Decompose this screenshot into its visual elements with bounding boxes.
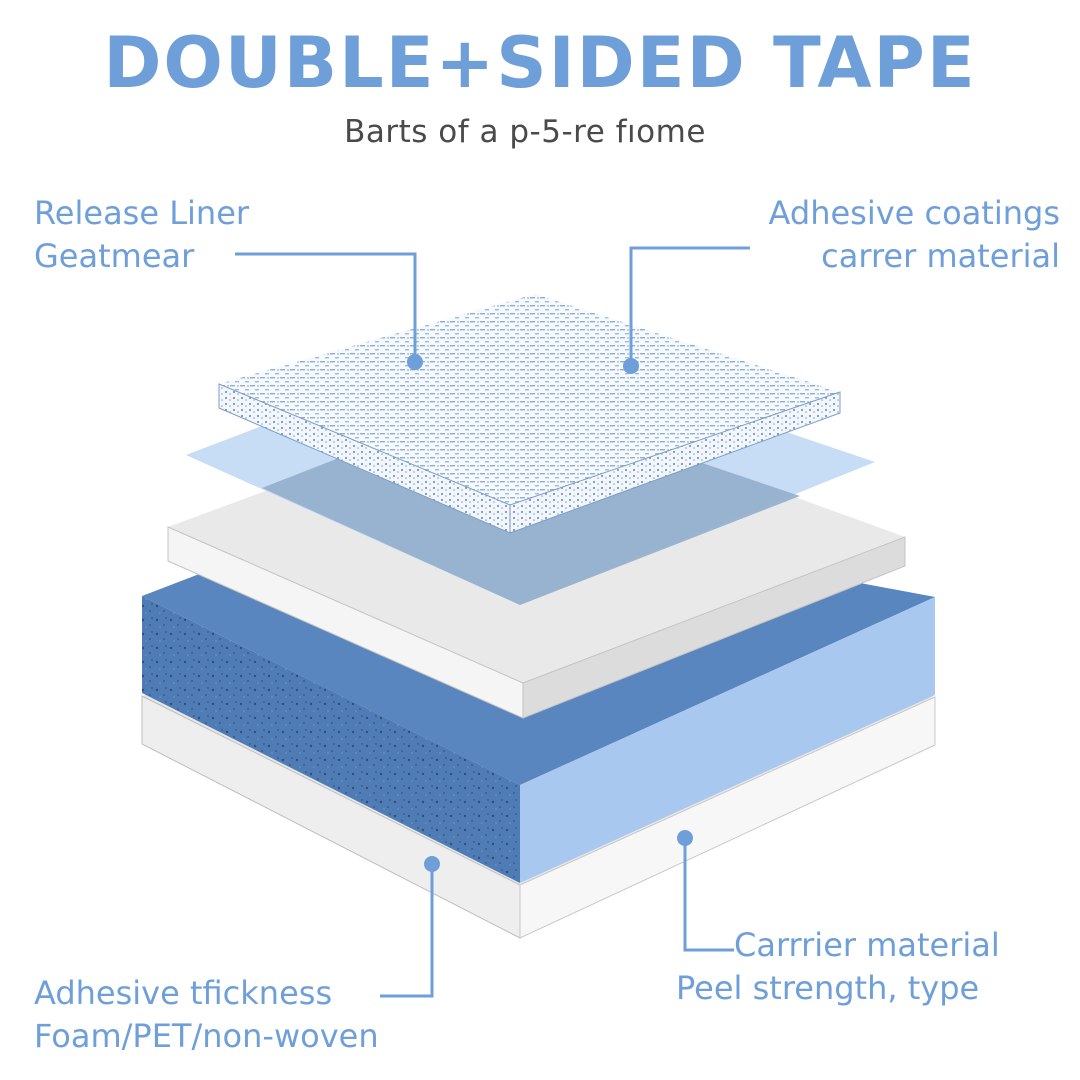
diagram-subtitle: Barts of a p-5-re fıome (344, 114, 706, 150)
callout-dot-bottom-right (677, 830, 693, 846)
callout-label-top-left: Release Liner Geatmear (34, 192, 249, 278)
callout-label-bottom-right: Carrrier material Peel strength, type (676, 924, 1000, 1010)
leader-line-top-right (629, 246, 750, 364)
callout-bottom-right-line2: Peel strength, type (676, 969, 980, 1007)
callout-dot-bottom-left (424, 856, 440, 872)
carrier-right-face (522, 536, 906, 719)
top-liner-right-face (509, 391, 841, 534)
callout-top-right-line1: Adhesive coatings (768, 194, 1060, 232)
top-liner-layer (218, 294, 841, 534)
leader-line-bottom-right (683, 840, 734, 952)
callout-top-left-line1: Release Liner (34, 194, 250, 232)
foam-core-right-face (520, 597, 935, 883)
callout-label-top-right: Adhesive coatings carrer material (769, 192, 1060, 278)
foam-core-left-face (142, 596, 520, 883)
bottom-liner-right-face (519, 696, 936, 939)
callout-dot-top-left (407, 354, 423, 370)
diagram-title: DOUBLE+SIDED TAPE (103, 22, 977, 104)
callout-bottom-left-line2: Foam/PET/non-woven (34, 1017, 379, 1055)
top-liner-top (219, 294, 840, 505)
leader-line-top-left (235, 252, 417, 360)
callout-bottom-right-line1: Carrrier material (734, 926, 1000, 964)
callout-bottom-left-line1: Adhesive tfickness (34, 974, 333, 1012)
callout-top-left-line2: Geatmear (34, 237, 195, 275)
callout-top-right-line2: carrer material (821, 237, 1060, 275)
leader-line-bottom-left (380, 866, 434, 998)
callout-label-bottom-left: Adhesive tfickness Foam/PET/non-woven (34, 972, 379, 1058)
callout-dot-top-right (623, 358, 639, 374)
